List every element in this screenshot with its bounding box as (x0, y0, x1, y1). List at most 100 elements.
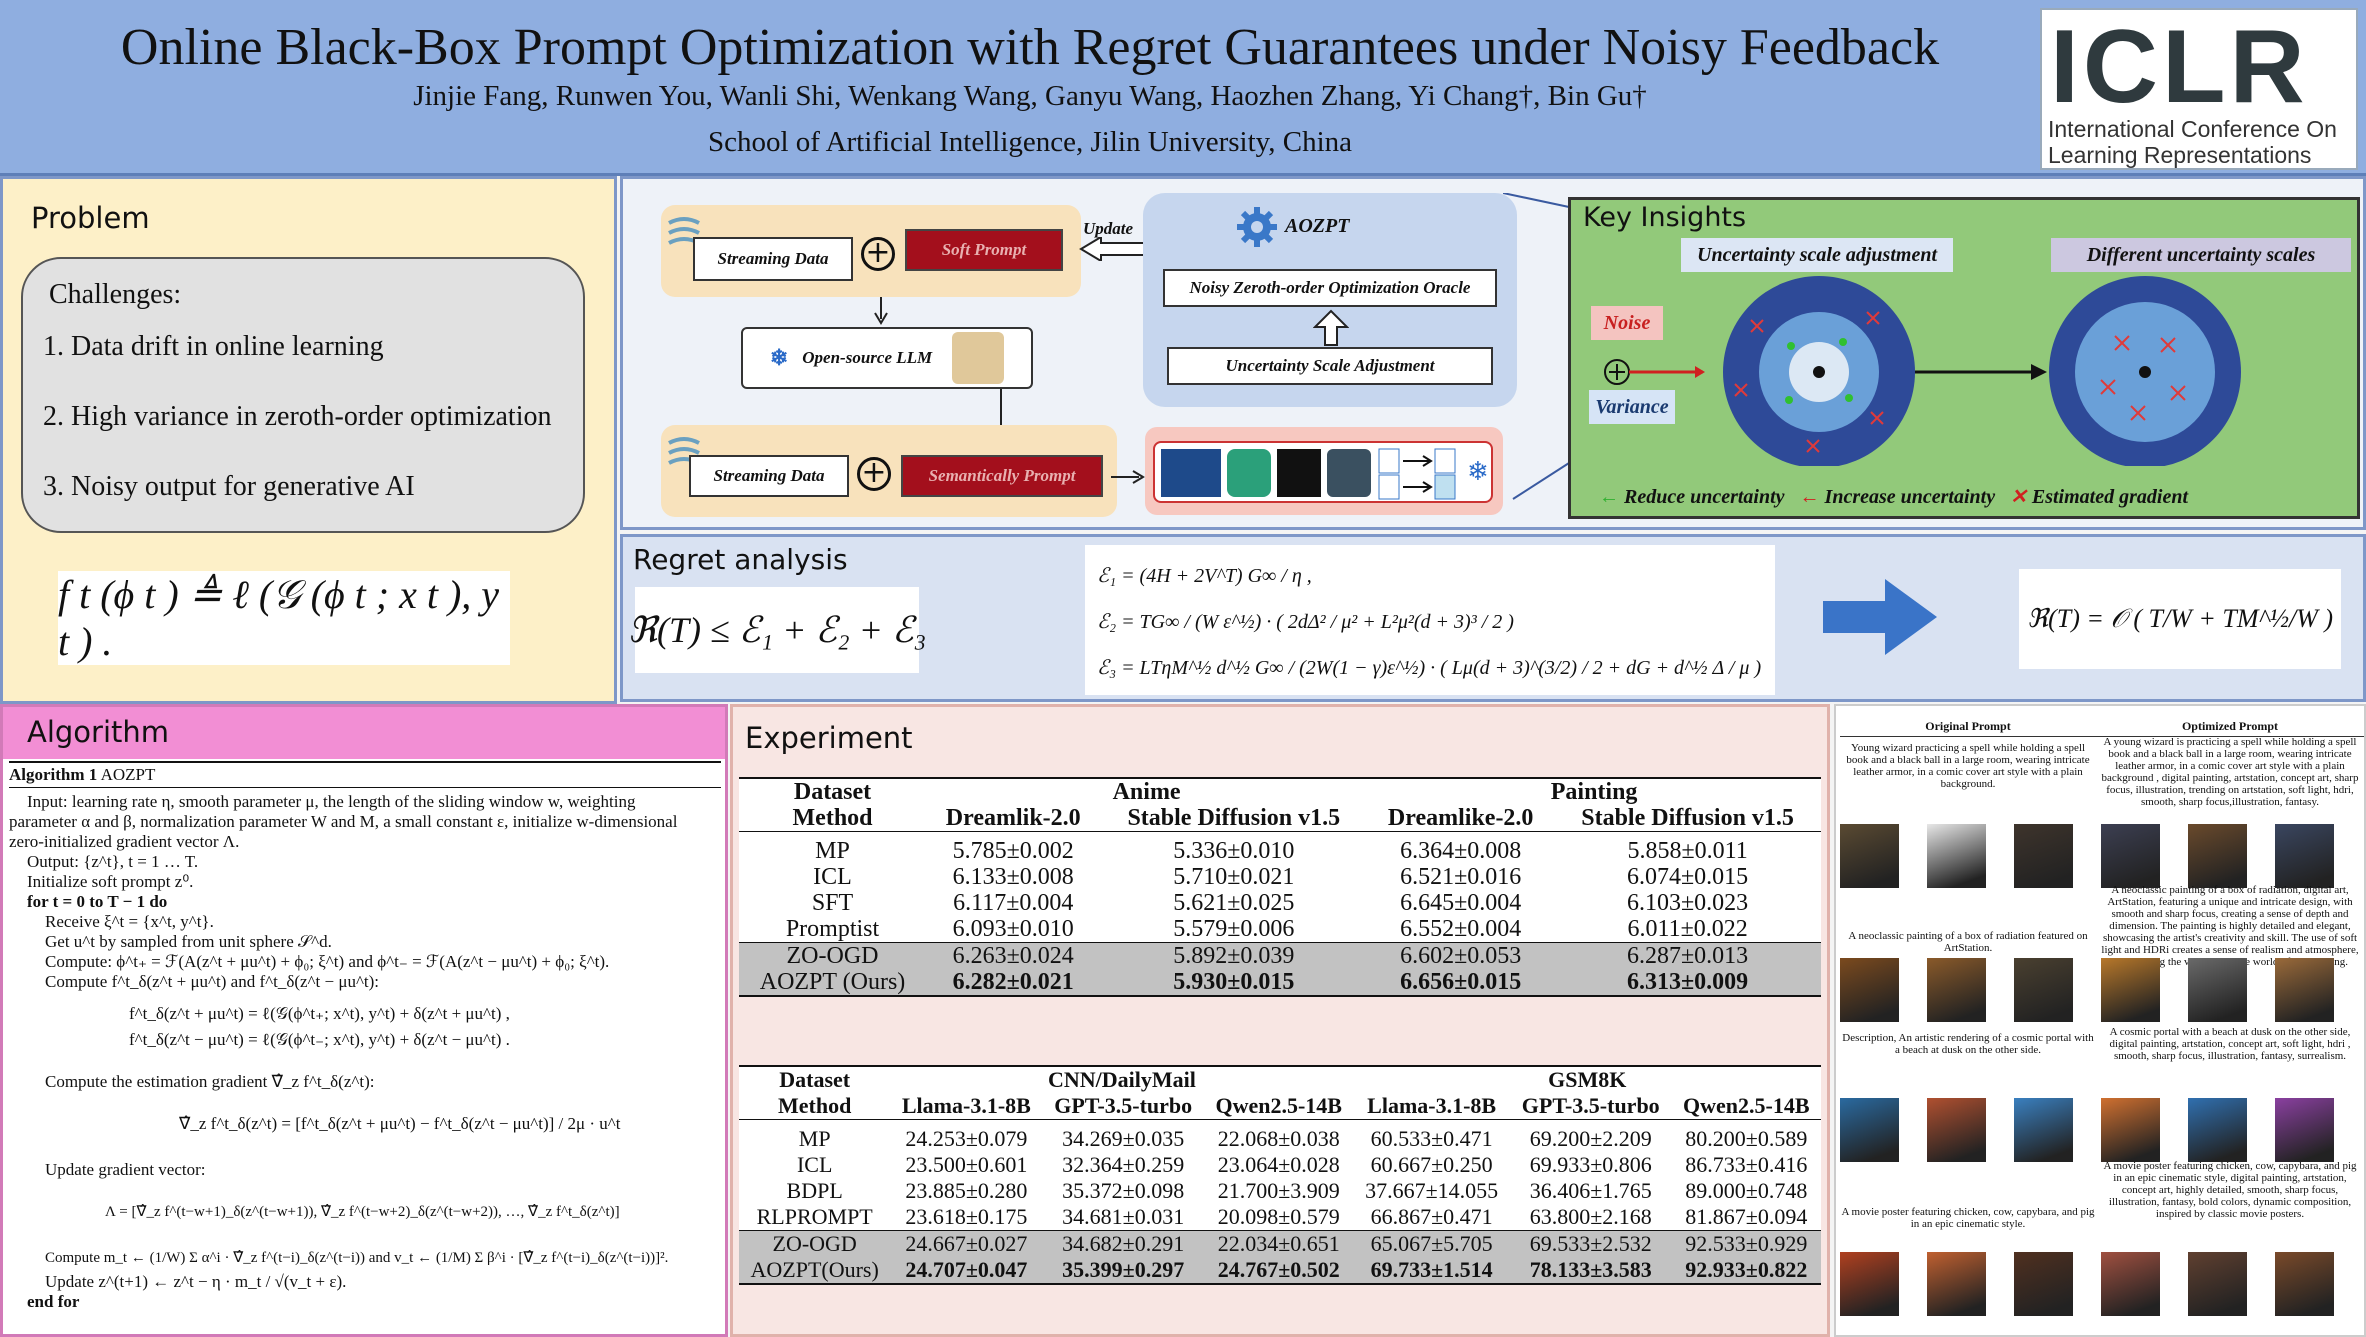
value-cell: 35.372±0.098 (1062, 1178, 1185, 1203)
value-cell: 34.682±0.291 (1042, 1230, 1205, 1257)
table-header-cell: GPT-3.5-turbo (1054, 1093, 1193, 1118)
generated-image-thumbnail (1840, 824, 1899, 888)
value-cell: 21.700±3.909 (1217, 1178, 1340, 1203)
value-cell: 6.656±0.015 (1367, 969, 1555, 996)
table-group-cell: CNN/DailyMail (1047, 1067, 1196, 1092)
algo-line: f^t_δ(z^t − μu^t) = ℓ(𝒢(ϕ^t₋; x^t), y^t)… (129, 1030, 510, 1049)
generated-image-thumbnail (1840, 1098, 1899, 1162)
algo-line: Compute m_t ← (1/W) Σ α^i · ∇̂_z f^(t−i)… (45, 1250, 669, 1266)
method-cell: ICL (796, 1152, 833, 1177)
value-cell: 80.200±0.589 (1685, 1126, 1808, 1151)
results-table-image-gen: Dataset Anime Painting Method Dreamlik-2… (739, 777, 1821, 997)
generated-image-thumbnail (2101, 1098, 2160, 1162)
variance-label: Variance (1589, 390, 1675, 424)
algo-line: Update z^(t+1) ← z^t − η · m_t / √(v_t +… (45, 1272, 347, 1291)
author-list: Jinjie Fang, Runwen You, Wanli Shi, Wenk… (413, 80, 1647, 112)
logo-subtitle-line2: Learning Representations (2048, 142, 2312, 168)
algo-line: parameter α and β, normalization paramet… (9, 812, 678, 831)
value-cell: 23.064±0.028 (1217, 1152, 1340, 1177)
challenge-item: 2. High variance in zeroth-order optimiz… (43, 401, 552, 432)
algorithm-caption: Algorithm 1 AOZPT (9, 761, 721, 788)
optimized-prompt-text: A neoclassic painting of a box of radiat… (2101, 884, 2359, 968)
generated-image-thumbnail (2275, 1252, 2334, 1316)
value-cell: 34.269±0.035 (1062, 1126, 1185, 1151)
value-cell: 20.098±0.579 (1217, 1204, 1340, 1229)
down-arrow-icon (874, 297, 888, 325)
algo-line: end for (27, 1292, 80, 1311)
value-cell: 6.602±0.053 (1367, 942, 1555, 969)
generated-image-thumbnail (2101, 1252, 2160, 1316)
algo-line: Compute f^t_δ(z^t + μu^t) and f^t_δ(z^t … (45, 972, 380, 991)
table-group-cell: GSM8K (1548, 1067, 1627, 1092)
table-header-row: Method Llama-3.1-8B GPT-3.5-turbo Qwen2.… (739, 1093, 1821, 1120)
value-cell: 5.892±0.039 (1100, 942, 1368, 969)
stability-logo-icon (1327, 449, 1371, 497)
generated-image-thumbnail (2188, 958, 2247, 1022)
method-cell: AOZPT(Ours) (739, 1257, 891, 1284)
value-cell: 22.068±0.038 (1217, 1126, 1340, 1151)
red-arrow-icon: ← (1799, 486, 1820, 508)
value-cell: 36.406±1.765 (1529, 1178, 1652, 1203)
original-prompt-text: Young wizard practicing a spell while ho… (1846, 742, 2090, 790)
algorithm-title: Algorithm (27, 715, 170, 749)
results-table-image: Dataset Anime Painting Method Dreamlik-2… (739, 777, 1821, 997)
uncertainty-adjust-label: Uncertainty scale adjustment (1681, 238, 1953, 272)
value-cell: 63.800±2.168 (1529, 1204, 1652, 1229)
value-cell: 5.930±0.015 (1100, 969, 1368, 996)
plus-operator-icon: + (857, 457, 891, 491)
value-cell: 6.552±0.004 (1400, 916, 1522, 942)
poster-title: Online Black-Box Prompt Optimization wit… (120, 19, 1940, 76)
table-header-cell: Stable Diffusion v1.5 (1581, 805, 1794, 831)
value-cell: 60.533±0.471 (1370, 1126, 1493, 1151)
streaming-data-box: Streaming Data (693, 237, 853, 281)
different-scales-label: Different uncertainty scales (2051, 238, 2351, 272)
value-cell: 23.885±0.280 (905, 1178, 1028, 1203)
aozpt-label: AOZPT (1285, 215, 1350, 237)
semantic-prompt-label: Semantically Prompt (928, 466, 1076, 485)
algo-line: Receive ξ^t = {x^t, y^t}. (45, 912, 214, 931)
legend-increase: Increase uncertainty (1824, 486, 1996, 508)
framework-diagram: Streaming Data + Soft Prompt Update ❄ Op… (620, 176, 2366, 530)
generated-image-thumbnail (2014, 1098, 2073, 1162)
value-cell: 6.011±0.022 (1627, 916, 1748, 942)
challenge-item: 1. Data drift in online learning (43, 331, 384, 362)
method-cell: ICL (813, 864, 852, 890)
challenge-item: 3. Noisy output for generative AI (43, 471, 415, 502)
gallery-divider (1840, 736, 2364, 737)
value-cell: 78.133±3.583 (1509, 1257, 1672, 1284)
update-label: Update (1083, 219, 1134, 238)
problem-formula: f t (ϕ t ) ≜ ℓ (𝒢 (ϕ t ; x t ), y t ) . (58, 571, 510, 665)
table-header-cell: Qwen2.5-14B (1683, 1093, 1810, 1118)
gallery-col-original: Original Prompt (1925, 719, 2011, 733)
value-cell: 6.263±0.024 (926, 942, 1101, 969)
logo-subtitle-line1: International Conference On (2048, 116, 2337, 142)
algo-line: Output: {z^t}, t = 1 … T. (27, 852, 199, 871)
algo-line: Initialize soft prompt z⁰. (27, 872, 194, 891)
challenges-heading: Challenges: (49, 279, 182, 310)
generated-image-thumbnail (2101, 958, 2160, 1022)
method-cell: MP (798, 1126, 831, 1151)
value-cell: 5.785±0.002 (952, 838, 1074, 864)
problem-title: Problem (31, 201, 150, 235)
regret-analysis-panel: Regret analysis ℜ(T) ≤ ℰ₁ + ℰ₂ + ℰ₃ ℰ₁ =… (620, 534, 2366, 702)
model-logos-box: ❄ (1153, 441, 1493, 503)
table-header-row: Dataset Anime Painting (739, 778, 1821, 805)
algo-line: f^t_δ(z^t + μu^t) = ℓ(𝒢(ϕ^t₊; x^t), y^t)… (129, 1004, 510, 1023)
value-cell: 81.867±0.094 (1685, 1204, 1808, 1229)
generated-image-thumbnail (1840, 958, 1899, 1022)
snowflake-icon: ❄ (1467, 457, 1489, 486)
right-arrow-icon (1823, 579, 1937, 655)
streaming-data-label: Streaming Data (713, 466, 825, 485)
openai-logo-icon (1227, 449, 1271, 497)
value-cell: 6.117±0.004 (953, 890, 1074, 916)
table-group-cell: Anime (1112, 779, 1181, 805)
value-cell: 6.093±0.010 (952, 916, 1074, 942)
value-cell: 24.667±0.027 (890, 1230, 1043, 1257)
algorithm-header: Algorithm (3, 707, 725, 759)
original-prompt-text: A movie poster featuring chicken, cow, c… (1841, 1206, 2095, 1230)
error-term-2: ℰ₂ = TG∞ / (W ε^½) · ( 2dΔ² / μ² + L²μ²(… (1097, 611, 1514, 633)
value-cell: 5.579±0.006 (1173, 916, 1295, 942)
table-header-cell: Method (778, 1093, 852, 1118)
generated-image-thumbnail (2014, 1252, 2073, 1316)
